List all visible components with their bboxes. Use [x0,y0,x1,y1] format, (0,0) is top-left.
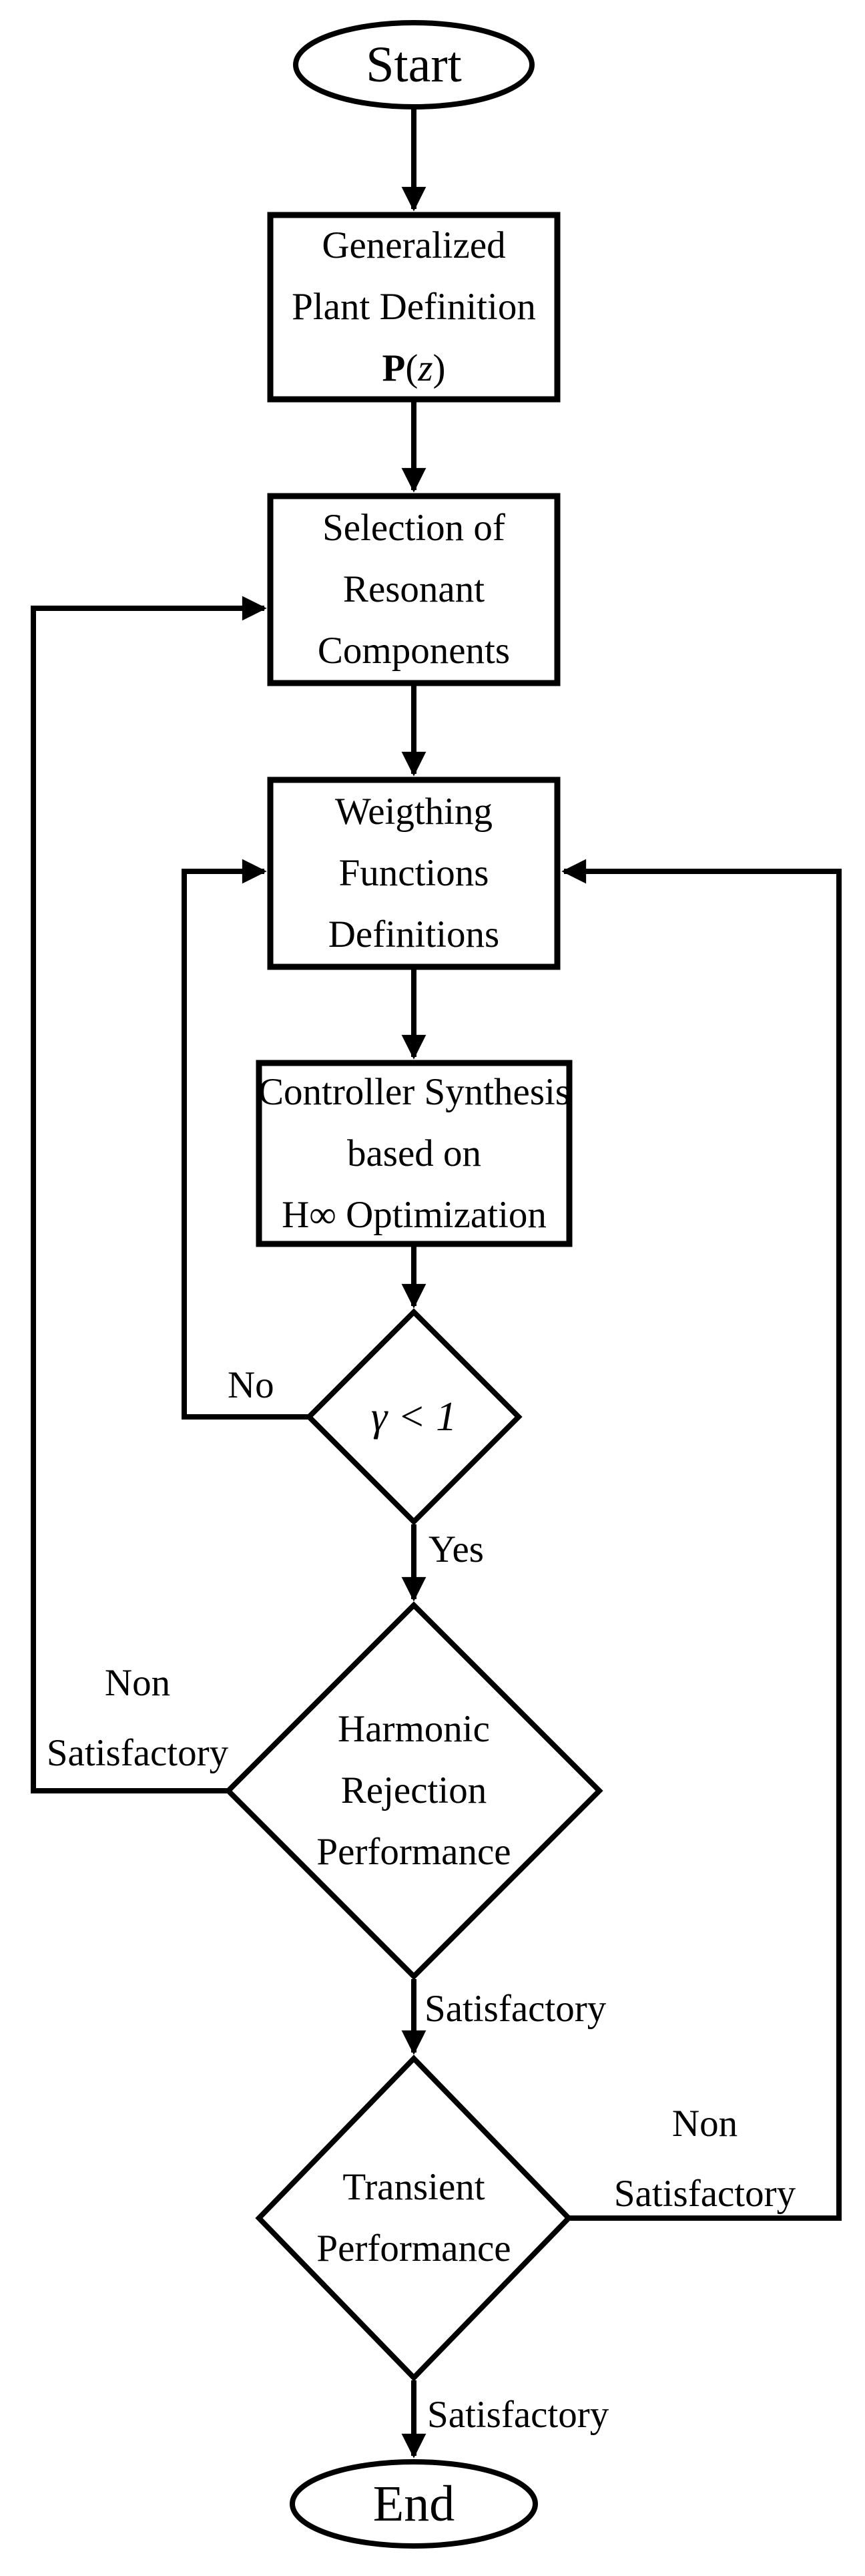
plant-line-2: Plant Definition [292,286,536,328]
plant-formula-variable: z [418,347,433,389]
plant-formula-matrix: P [382,347,406,389]
edge-gamma-no-loop [182,859,309,1420]
gamma-node: γ < 1 [309,1373,519,1460]
selection-node: Selection of Resonant Components [270,496,557,683]
weighting-node: Weigthing Functions Definitions [270,780,557,967]
plant-formula-open-paren: ( [405,347,418,389]
edge-label-satisfactory-harmonic: Satisfactory [424,1988,607,2030]
weighting-line-1: Weigthing [334,791,493,833]
edge-label-no: No [228,1364,274,1406]
gamma-diamond [305,1308,523,1526]
edge-label-satisfactory-transient: Satisfactory [427,2394,609,2436]
selection-box [267,493,561,686]
end-node: End [294,2463,534,2545]
weighting-line-2: Functions [338,852,489,894]
edge-label-non-satisfactory-left: Non Satisfactory [24,1648,251,1788]
controller-line-2: based on [346,1132,482,1174]
transient-line-1: Transient [342,2166,485,2208]
edge-transient-nonsatisfactory-loop [561,859,842,2221]
gamma-label: γ < 1 [370,1394,457,1440]
controller-line-3: H∞ Optimization [282,1193,547,1236]
plant-formula: P(z) [382,338,446,399]
transient-node: Transient Performance [280,2156,547,2280]
start-node: Start [294,24,534,105]
selection-line-1: Selection of [322,507,505,549]
harmonic-diamond [224,1601,603,1980]
selection-line-3: Components [317,630,511,672]
controller-node: Controller Synthesis based on H∞ Optimiz… [258,1063,571,1244]
non-satisfactory-right-line-2: Satisfactory [613,2173,796,2215]
non-satisfactory-left-line-1: Non [104,1662,171,1704]
edge-harmonic-nonsatisfactory-loop [31,596,267,1793]
plant-node: Generalized Plant Definition P(z) [270,215,557,399]
plant-line-1: Generalized [322,224,506,266]
non-satisfactory-left-line-2: Satisfactory [46,1732,229,1774]
end-label: End [372,2476,455,2532]
harmonic-node: Harmonic Rejection Performance [280,1697,547,1884]
controller-box [256,1060,573,1247]
start-ellipse [293,20,535,110]
harmonic-line-1: Harmonic [338,1708,490,1750]
transient-diamond [255,2055,573,2382]
edge-label-non-satisfactory-right: Non Satisfactory [591,2089,818,2229]
controller-line-1: Controller Synthesis [258,1070,571,1113]
weighting-box [267,777,561,970]
weighting-line-3: Definitions [328,913,500,955]
edge-label-yes: Yes [428,1528,484,1570]
end-ellipse [290,2459,538,2549]
plant-box [267,212,561,403]
non-satisfactory-right-line-1: Non [671,2103,738,2145]
selection-line-2: Resonant [342,568,485,610]
start-label: Start [366,37,462,93]
plant-formula-close-paren: ) [432,347,446,389]
harmonic-line-3: Performance [316,1831,511,1873]
harmonic-line-2: Rejection [340,1769,487,1811]
transient-line-2: Performance [316,2227,511,2270]
